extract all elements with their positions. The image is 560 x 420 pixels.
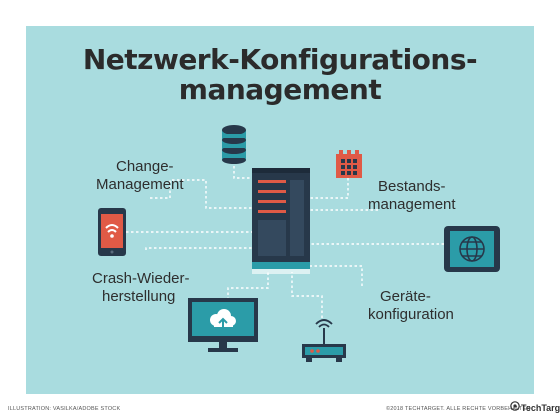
label-crash-line-1: Crash-Wieder- <box>92 270 190 287</box>
tablet-globe-icon <box>444 226 500 272</box>
router-icon <box>302 319 346 362</box>
label-geraete-line-1: Geräte- <box>380 288 431 305</box>
footer-credit: ILLUSTRATION: VASILKA/ADOBE STOCK <box>8 406 121 412</box>
building-icon <box>336 150 362 178</box>
monitor-cloud-icon <box>188 298 258 352</box>
footer-copyright: ©2018 TECHTARGET. ALLE RECHTE VORBEHALTE… <box>386 406 531 412</box>
label-bestands-line-2: management <box>368 196 456 213</box>
title-line-2: management <box>178 73 382 106</box>
brand-name: TechTarget <box>521 403 560 413</box>
label-geraete-line-2: konfiguration <box>368 306 454 323</box>
label-change-line-2: Management <box>96 176 184 193</box>
label-change-line-1: Change- <box>116 158 174 175</box>
database-icon <box>222 125 246 164</box>
techtarget-logo-icon <box>510 401 520 411</box>
server-icon <box>252 168 310 274</box>
smartphone-icon <box>98 208 126 256</box>
title-line-1: Netzwerk-Konfigurations- <box>82 43 478 76</box>
label-bestands-line-1: Bestands- <box>378 178 446 195</box>
label-crash-line-2: herstellung <box>102 288 176 305</box>
